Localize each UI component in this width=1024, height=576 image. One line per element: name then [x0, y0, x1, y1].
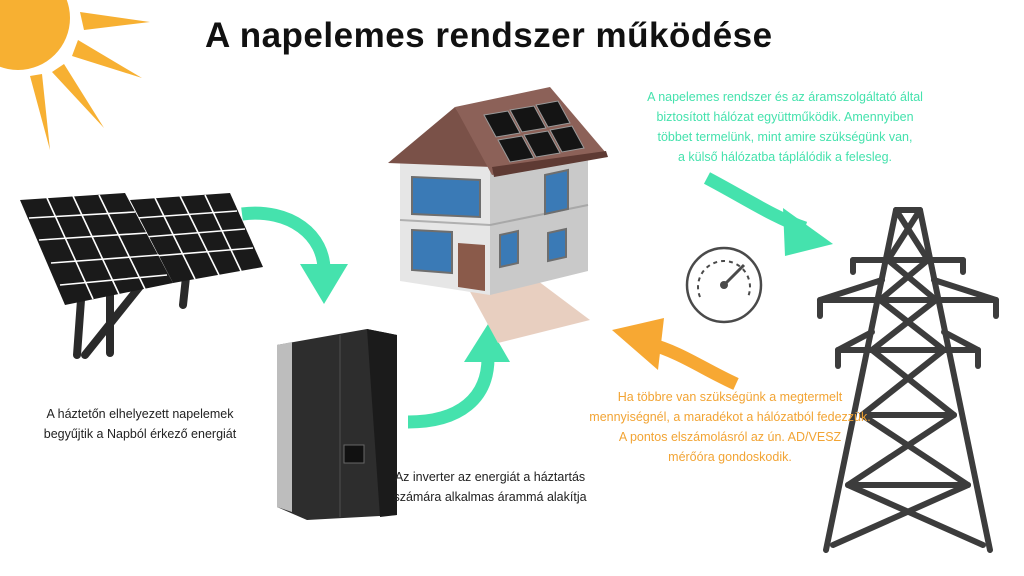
arrow-import-from-grid [612, 318, 739, 390]
caption-import: Ha többre van szükségünk a megtermelt me… [575, 387, 885, 467]
caption-import-line-1: Ha többre van szükségünk a megtermelt [617, 390, 843, 404]
sun-icon [0, 0, 150, 150]
solar-panels-icon [20, 193, 263, 359]
caption-import-line-4: mérőóra gondoskodik. [668, 450, 792, 464]
caption-panels-line-2: begyűjtik a Napból érkező energiát [43, 427, 237, 441]
caption-inverter-line-2: számára alkalmas árammá alakítja [393, 490, 587, 504]
meter-icon [685, 246, 763, 324]
caption-export: A napelemes rendszer és az áramszolgálta… [610, 87, 960, 167]
caption-panels-line-1: A háztetőn elhelyezett napelemek [46, 407, 234, 421]
arrow-export-to-grid [703, 172, 833, 256]
arrow-panels-to-inverter [241, 206, 348, 304]
pylon-icon [817, 207, 999, 553]
caption-export-line-3: többet termelünk, mint amire szükségünk … [657, 130, 913, 144]
caption-export-line-1: A napelemes rendszer és az áramszolgálta… [647, 90, 923, 104]
house-icon [388, 87, 608, 343]
caption-export-line-4: a külső hálózatba táplálódik a felesleg. [677, 150, 893, 164]
inverter-icon [277, 329, 397, 520]
caption-panels: A háztetőn elhelyezett napelemek begyűjt… [20, 404, 260, 444]
page-title: A napelemes rendszer működése [205, 16, 773, 55]
caption-export-line-2: biztosított hálózat együttműködik. Amenn… [656, 110, 914, 124]
caption-import-line-2: mennyiségnél, a maradékot a hálózatból f… [589, 410, 871, 424]
caption-inverter-line-1: Az inverter az energiát a háztartás [394, 470, 586, 484]
caption-import-line-3: A pontos elszámolásról az ún. AD/VESZ [618, 430, 842, 444]
arrow-inverter-to-house [407, 324, 510, 429]
caption-inverter: Az inverter az energiát a háztartás szám… [380, 467, 600, 507]
